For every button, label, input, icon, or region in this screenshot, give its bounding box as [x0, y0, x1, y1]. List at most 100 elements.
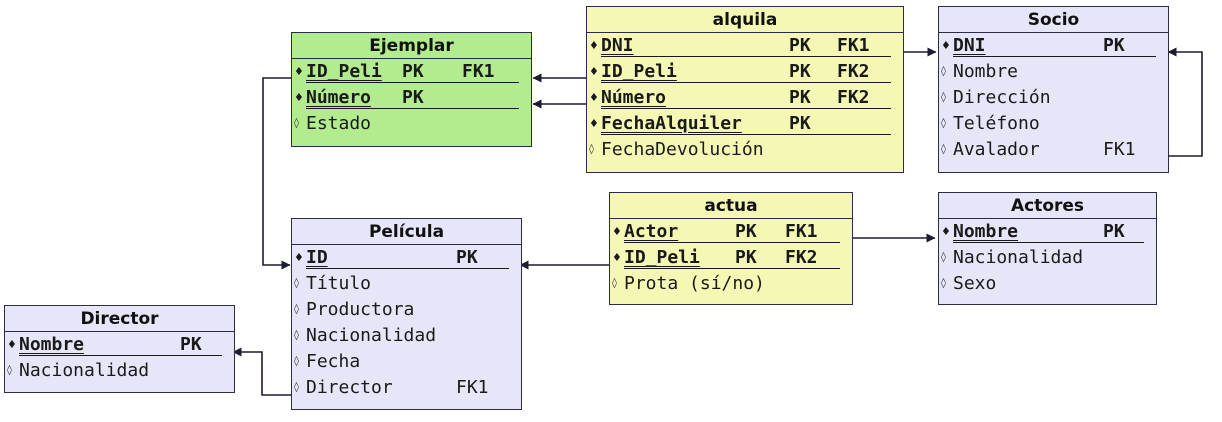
- attribute-name: ID_Peli: [306, 61, 382, 82]
- key-underline: [306, 82, 519, 83]
- attribute-diamond-icon: ◊: [294, 118, 299, 129]
- primary-key-tag: PK: [1103, 221, 1125, 242]
- key-attribute-row: ♦Nombre PK: [939, 219, 1156, 245]
- attribute-name: Actor: [624, 221, 679, 242]
- attribute-name: Estado: [306, 113, 372, 134]
- attribute-name: Productora: [306, 299, 415, 320]
- attribute-row: ◊ FechaDevolución: [587, 137, 903, 163]
- attribute-diamond-icon: ◊: [941, 278, 946, 289]
- entity-title: Actores: [939, 193, 1156, 219]
- attribute-name: Avalador: [953, 139, 1040, 160]
- key-attribute-row: ♦Número PK FK2: [587, 85, 903, 111]
- attribute-row: ◊Nacionalidad: [292, 323, 521, 349]
- attribute-name: Sexo: [953, 273, 997, 294]
- attribute-diamond-icon: ◊: [941, 66, 946, 77]
- attribute-row: ◊ Fecha: [292, 349, 521, 375]
- attribute-diamond-icon: ◊: [294, 382, 299, 393]
- attribute-name: Nacionalidad: [306, 325, 437, 346]
- foreign-key-tag: FK2: [837, 61, 870, 82]
- entity-actua[interactable]: actua ♦Actor PK FK1♦ID_Peli PK FK2 ◊Prota (sí…: [609, 192, 853, 305]
- entity-title: actua: [610, 193, 852, 219]
- foreign-key-tag: FK1: [785, 221, 818, 242]
- key-underline: [601, 108, 891, 109]
- primary-key-tag: PK: [180, 334, 202, 355]
- attribute-row: ◊ Avalador FK1: [939, 137, 1168, 163]
- attribute-diamond-icon: ◊: [941, 252, 946, 263]
- foreign-key-tag: FK1: [462, 61, 495, 82]
- key-attribute-row: ♦ID PK: [292, 245, 521, 271]
- key-attribute-row: ♦ID_Peli PK FK1: [292, 59, 531, 85]
- primary-key-tag: PK: [735, 221, 757, 242]
- connector-pelicula-director: [232, 347, 292, 396]
- attribute-row: ◊ Sexo: [939, 271, 1156, 297]
- attribute-row: ◊Dirección: [939, 85, 1168, 111]
- key-diamond-icon: ♦: [294, 65, 304, 78]
- key-diamond-icon: ♦: [589, 117, 599, 130]
- key-underline: [624, 242, 840, 243]
- attribute-diamond-icon: ◊: [294, 304, 299, 315]
- attribute-name: Nombre: [19, 334, 85, 355]
- attribute-diamond-icon: ◊: [941, 92, 946, 103]
- attribute-name: Número: [601, 87, 667, 108]
- key-underline: [953, 242, 1144, 243]
- foreign-key-tag: FK1: [1103, 139, 1136, 160]
- attribute-name: FechaDevolución: [601, 139, 764, 160]
- attribute-diamond-icon: ◊: [941, 144, 946, 155]
- key-underline: [601, 82, 891, 83]
- key-diamond-icon: ♦: [589, 39, 599, 52]
- key-underline: [624, 268, 840, 269]
- attribute-row: ◊ Productora: [292, 297, 521, 323]
- attribute-name: Fecha: [306, 351, 361, 372]
- foreign-key-tag: FK2: [837, 87, 870, 108]
- key-underline: [601, 56, 891, 57]
- attribute-diamond-icon: ◊: [941, 118, 946, 129]
- primary-key-tag: PK: [789, 87, 811, 108]
- attribute-row: ◊ Nombre: [939, 59, 1168, 85]
- entity-title: alquila: [587, 7, 903, 33]
- key-attribute-row: ♦Actor PK FK1: [610, 219, 852, 245]
- key-diamond-icon: ♦: [941, 225, 951, 238]
- key-diamond-icon: ♦: [941, 39, 951, 52]
- attribute-row: ◊ Teléfono: [939, 111, 1168, 137]
- attribute-diamond-icon: ◊: [294, 356, 299, 367]
- key-diamond-icon: ♦: [589, 91, 599, 104]
- key-underline: [306, 108, 519, 109]
- entity-actores[interactable]: Actores ♦Nombre PK ◊ Nacionalidad ◊ Sexo: [938, 192, 1157, 305]
- key-diamond-icon: ♦: [589, 65, 599, 78]
- attribute-name: Título: [306, 273, 372, 294]
- key-underline: [306, 268, 509, 269]
- attribute-name: Nombre: [953, 221, 1019, 242]
- attribute-name: ID_Peli: [601, 61, 677, 82]
- attribute-name: Número: [306, 87, 372, 108]
- primary-key-tag: PK: [789, 113, 811, 134]
- entity-title: Película: [292, 219, 521, 245]
- key-diamond-icon: ♦: [294, 91, 304, 104]
- key-underline: [953, 56, 1156, 57]
- key-diamond-icon: ♦: [612, 225, 622, 238]
- attribute-row: ◊Prota (sí/no): [610, 271, 852, 297]
- attribute-diamond-icon: ◊: [589, 144, 594, 155]
- entity-title: Director: [5, 306, 234, 332]
- attribute-diamond-icon: ◊: [612, 278, 617, 289]
- foreign-key-tag: FK2: [785, 247, 818, 268]
- primary-key-tag: PK: [1103, 35, 1125, 56]
- primary-key-tag: PK: [456, 247, 478, 268]
- attribute-name: ID_Peli: [624, 247, 700, 268]
- attribute-name: Nombre: [953, 61, 1019, 82]
- key-diamond-icon: ♦: [294, 251, 304, 264]
- primary-key-tag: PK: [402, 61, 424, 82]
- attribute-name: Nacionalidad: [953, 247, 1084, 268]
- attribute-name: Teléfono: [953, 113, 1040, 134]
- attribute-name: ID: [306, 247, 328, 268]
